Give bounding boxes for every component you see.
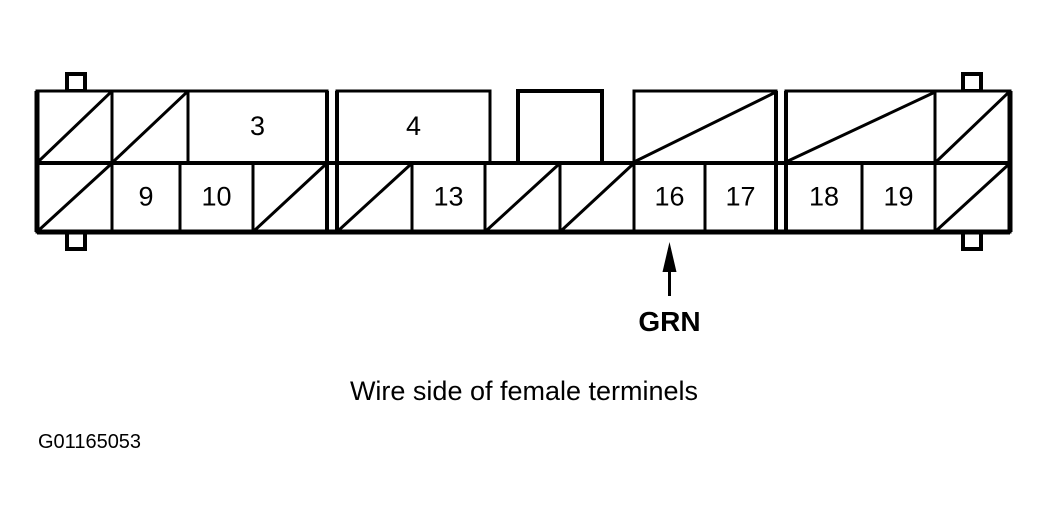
blank-cavity-diagonal-group bbox=[36, 90, 1011, 233]
tab-top-left bbox=[65, 72, 87, 93]
top-cell-blank-1-diagonal bbox=[36, 90, 113, 164]
tab-bottom-right bbox=[961, 230, 983, 251]
top-cell-blank-2-diagonal bbox=[111, 90, 189, 164]
bottom-cell-blank-6-diagonal bbox=[934, 162, 1011, 233]
figure-id: G01165053 bbox=[38, 431, 141, 453]
bottom-cell-16-label: 16 bbox=[654, 182, 684, 212]
bottom-cell-19-label: 19 bbox=[883, 182, 913, 212]
keying-box-rect bbox=[516, 89, 604, 165]
top-cell-blank-3-diagonal bbox=[633, 90, 777, 164]
bottom-cell-16 bbox=[632, 161, 707, 234]
bottom-cell-13-label: 13 bbox=[433, 182, 463, 212]
bottom-cell-blank-2-diagonal bbox=[252, 162, 328, 233]
tab-bottom-left bbox=[65, 230, 87, 251]
bottom-cell-blank-5-diagonal bbox=[559, 162, 635, 233]
section-divider-group bbox=[325, 91, 788, 232]
callout-arrow-head bbox=[662, 242, 677, 272]
bottom-cell-9-label: 9 bbox=[138, 182, 153, 212]
figure-caption: Wire side of female terminels bbox=[350, 376, 698, 406]
top-cell-4-label: 4 bbox=[406, 111, 421, 141]
top-cell-3-label: 3 bbox=[250, 111, 265, 141]
tab-top-right bbox=[961, 72, 983, 93]
keying-box bbox=[516, 89, 604, 165]
top-cell-4 bbox=[335, 89, 492, 165]
wire-color-label: GRN bbox=[638, 306, 700, 337]
top-cell-blank-4-diagonal bbox=[786, 91, 935, 163]
cavity-number-label-group: 3 4 9 10 13 16 17 18 19 bbox=[138, 111, 913, 212]
bottom-cell-10-label: 10 bbox=[201, 182, 231, 212]
top-cell-blank-5-diagonal bbox=[934, 90, 1011, 164]
bottom-cell-10 bbox=[178, 161, 255, 234]
bottom-cell-17 bbox=[703, 161, 778, 234]
bottom-cell-18-label: 18 bbox=[809, 182, 839, 212]
connector-body-outline bbox=[34, 91, 1013, 235]
bottom-cell-blank-1-diagonal bbox=[36, 162, 113, 233]
bottom-cell-blank-3-diagonal bbox=[336, 162, 413, 233]
bottom-cell-blank-4-diagonal bbox=[484, 162, 561, 233]
bottom-cell-17-label: 17 bbox=[725, 182, 755, 212]
wire-callout: GRN bbox=[638, 242, 701, 337]
